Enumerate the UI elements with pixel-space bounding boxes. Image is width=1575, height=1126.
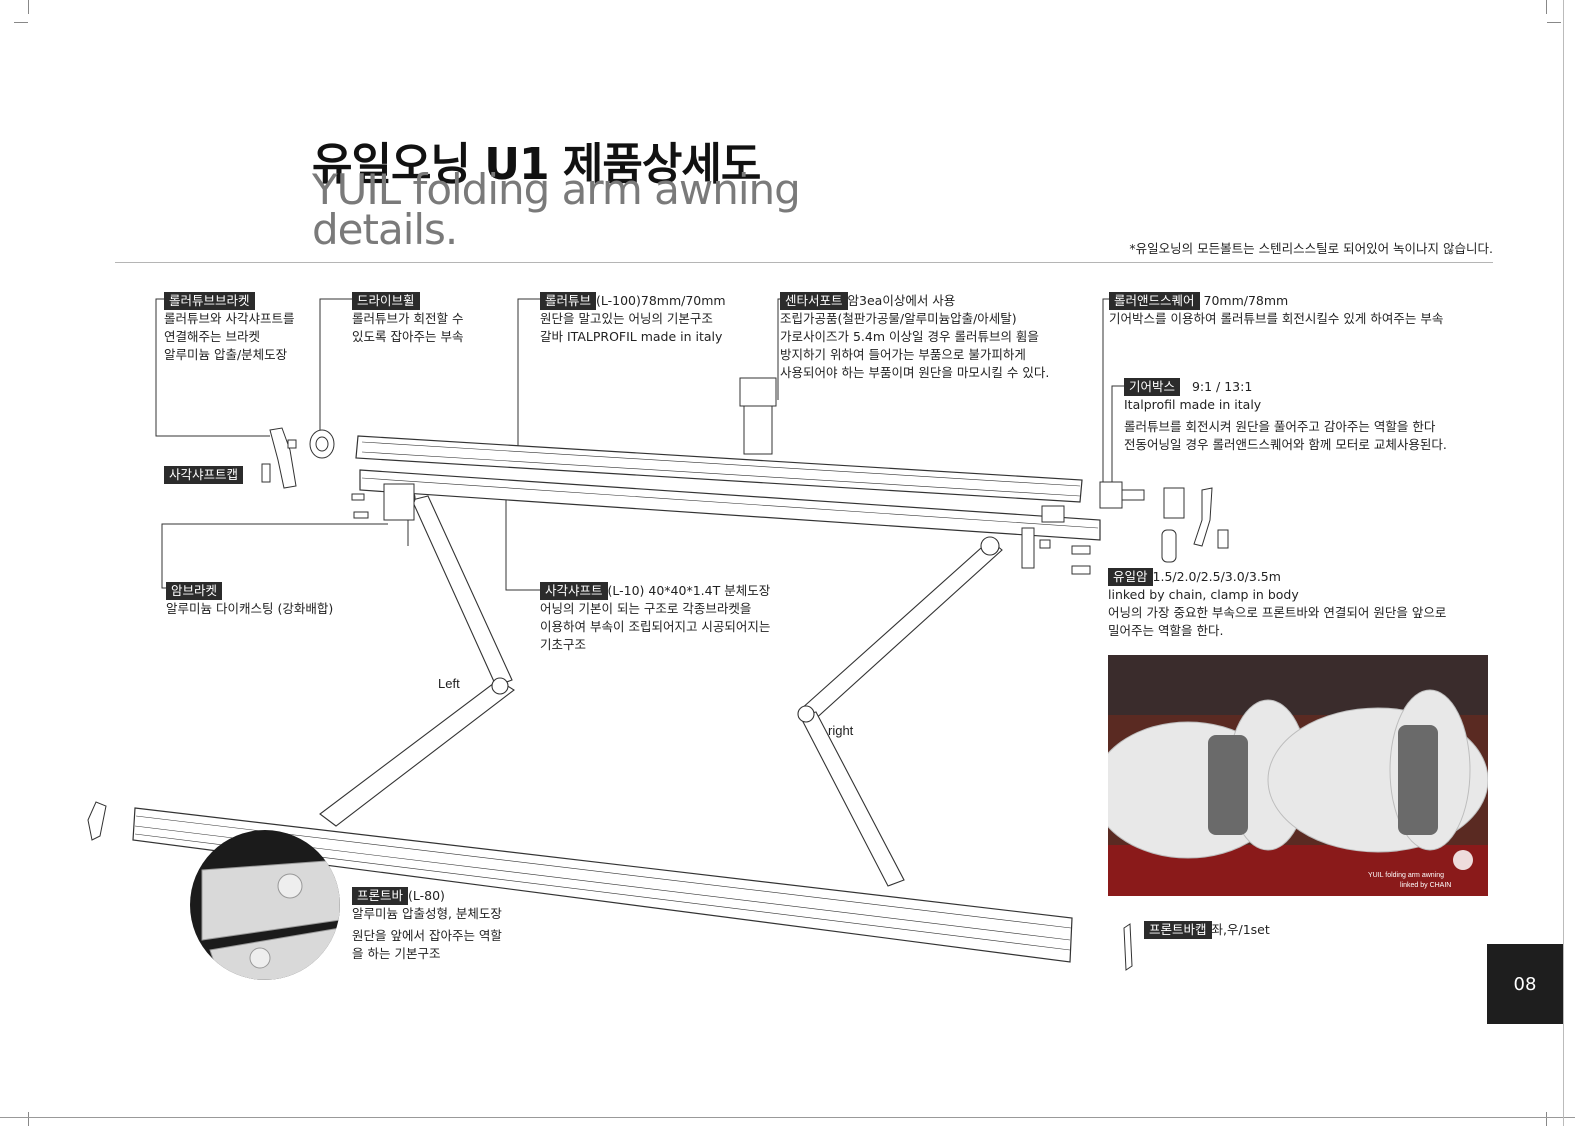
desc-line: 기어박스를 이용하여 롤러튜브를 회전시킬수 있게 하여주는 부속	[1109, 311, 1444, 326]
desc-line: 알루미늄 다이캐스팅 (강화배합)	[166, 601, 334, 616]
desc-line: 조립가공품(철판가공물/알루미늄압출/아세탈)	[780, 311, 1017, 326]
arm-bracket-part	[351, 483, 415, 546]
front-bar-profile-image	[190, 830, 340, 980]
desc-line: 연결해주는 브라켓	[164, 329, 260, 344]
leader-drive-wheel	[319, 298, 353, 432]
desc-line: 어닝의 기본이 되는 구조로 각종브라켓을	[540, 601, 752, 616]
right-arm-drawing	[797, 536, 1003, 887]
callout-roller-end-square: 롤러앤드스퀘어 70mm/78mm 기어박스를 이용하여 롤러튜브를 회전시킬수…	[1109, 292, 1443, 328]
callout-roller-tube: 롤러튜브(L-100)78mm/70mm 원단을 말고있는 어닝의 기본구조 갈…	[540, 292, 726, 346]
label-front-bar: 프론트바	[352, 887, 409, 905]
chain-arm-photo: YUIL folding arm awning linked by CHAIN	[1092, 655, 1489, 896]
label-square-shaft-cap: 사각샤프트캡	[164, 466, 244, 484]
callout-gearbox: 기어박스 9:1 / 13:1 Italprofil made in italy…	[1124, 378, 1447, 454]
spec-roller-tube: (L-100)78mm/70mm	[596, 293, 726, 308]
desc-line: 롤러튜브가 회전할 수	[352, 311, 464, 326]
desc-line: 알루미늄 압출/분체도장	[164, 347, 288, 362]
roller-bracket-part	[269, 427, 297, 489]
right-arm-label: right	[828, 723, 854, 738]
callout-roller-bracket: 롤러튜브브라켓 롤러튜브와 사각샤프트를 연결해주는 브라켓 알루미늄 압출/분…	[164, 292, 294, 364]
desc-line: Italprofil made in italy	[1124, 397, 1262, 412]
leader-arm-bracket	[161, 523, 388, 589]
front-bar-cap-part-right	[1123, 923, 1133, 971]
callout-arm-bracket: 암브라켓 알루미늄 다이캐스팅 (강화배합)	[166, 582, 333, 618]
bolt-note: *유일오닝의 모든볼트는 스텐리스스틸로 되어있어 녹이나지 않습니다.	[1129, 241, 1493, 256]
leader-end-square	[1102, 298, 1110, 484]
desc-line: 사용되어야 하는 부품이며 원단을 마모시킬 수 있다.	[780, 365, 1050, 380]
label-gearbox: 기어박스	[1124, 378, 1181, 396]
desc-line: 가로사이즈가 5.4m 이상일 경우 롤러튜브의 휨을	[780, 329, 1039, 344]
callout-square-shaft-cap: 사각샤프트캡	[164, 466, 244, 484]
desc-line: 알루미늄 압출성형, 분체도장	[352, 906, 502, 921]
square-shaft-cap-part	[261, 463, 271, 483]
desc-line: 원단을 말고있는 어닝의 기본구조	[540, 311, 713, 326]
spec-square-shaft: (L-10) 40*40*1.4T 분체도장	[607, 583, 771, 598]
label-drive-wheel: 드라이브휠	[352, 292, 420, 310]
callout-square-shaft: 사각샤프트(L-10) 40*40*1.4T 분체도장 어닝의 기본이 되는 구…	[540, 582, 770, 654]
drive-wheel-part	[309, 429, 335, 459]
spec-front-bar: (L-80)	[408, 888, 445, 903]
desc-line: 방지하기 위하여 들어가는 부품으로 불가피하게	[780, 347, 1026, 362]
header-divider	[115, 262, 1493, 263]
leader-square-shaft	[505, 492, 541, 591]
label-yuil-arm: 유일암	[1108, 568, 1153, 586]
desc-line: 롤러튜브와 사각샤프트를	[164, 311, 295, 326]
square-shaft-drawing	[359, 469, 1101, 541]
callout-front-bar: 프론트바(L-80) 알루미늄 압출성형, 분체도장 원단을 앞에서 잡아주는 …	[352, 887, 502, 963]
crop-mark	[1532, 0, 1547, 14]
bottom-border	[0, 1117, 1575, 1118]
photo-caption-line1: YUIL folding arm awning	[1368, 872, 1444, 879]
leader-roller-bracket	[155, 298, 270, 437]
photo-caption-line2: linked by CHAIN	[1400, 882, 1451, 889]
label-square-shaft: 사각샤프트	[540, 582, 608, 600]
desc-line: 갈바 ITALPROFIL made in italy	[540, 329, 723, 344]
callout-drive-wheel: 드라이브휠 롤러튜브가 회전할 수 있도록 잡아주는 부속	[352, 292, 463, 346]
label-front-bar-cap: 프론트바캡	[1144, 921, 1212, 939]
desc-line: 원단을 앞에서 잡아주는 역할	[352, 928, 502, 943]
page-title: 유일오닝 U1 제품상세도	[312, 139, 761, 190]
spec-roller-end-square: 70mm/78mm	[1203, 293, 1289, 308]
desc-line: 밀어주는 역할을 한다.	[1108, 623, 1224, 638]
desc-line: 기초구조	[540, 637, 587, 652]
page-subtitle: YUIL folding arm awning details.	[312, 165, 801, 254]
right-arm-bracket-part	[1021, 527, 1091, 575]
spec-front-bar-cap: 좌,우/1set	[1211, 922, 1270, 937]
desc-line: 롤러튜브를 회전시켜 원단을 풀어주고 감아주는 역할을 한다	[1124, 419, 1436, 434]
crop-mark	[1547, 22, 1561, 37]
spec-yuil-arm: 1.5/2.0/2.5/3.0/3.5m	[1152, 569, 1281, 584]
leader-roller-tube	[517, 298, 541, 458]
label-center-support: 센타서포트	[780, 292, 848, 310]
front-bar-cap-part-left	[87, 801, 107, 841]
gearbox-part	[1161, 487, 1229, 563]
left-arm-label: Left	[438, 676, 460, 691]
spec-gearbox: 9:1 / 13:1	[1191, 379, 1253, 394]
leader-gearbox	[1111, 385, 1125, 484]
center-support-part	[739, 377, 777, 455]
left-arm-drawing	[319, 488, 515, 827]
desc-line: linked by chain, clamp in body	[1108, 587, 1299, 602]
roller-tube-drawing	[355, 435, 1083, 503]
label-roller-end-square: 롤러앤드스퀘어	[1109, 292, 1200, 310]
desc-line: 이용하여 부속이 조립되어지고 시공되어지는	[540, 619, 771, 634]
spec-center-support: 암3ea이상에서 사용	[847, 293, 956, 308]
roller-end-square-part	[1099, 481, 1145, 509]
desc-line: 을 하는 기본구조	[352, 946, 441, 961]
crop-mark	[28, 0, 43, 14]
crop-mark	[14, 22, 28, 37]
right-border	[1563, 0, 1564, 1126]
label-roller-bracket: 롤러튜브브라켓	[164, 292, 255, 310]
crop-mark	[28, 1112, 43, 1126]
label-arm-bracket: 암브라켓	[166, 582, 223, 600]
desc-line: 전동어닝일 경우 롤러앤드스퀘어와 함께 모터로 교체사용된다.	[1124, 437, 1447, 452]
desc-line: 있도록 잡아주는 부속	[352, 329, 464, 344]
label-roller-tube: 롤러튜브	[540, 292, 597, 310]
page-number-tab: 08	[1487, 944, 1563, 1024]
desc-line: 어닝의 가장 중요한 부속으로 프론트바와 연결되어 원단을 앞으로	[1108, 605, 1447, 620]
crop-mark	[1532, 1112, 1547, 1126]
